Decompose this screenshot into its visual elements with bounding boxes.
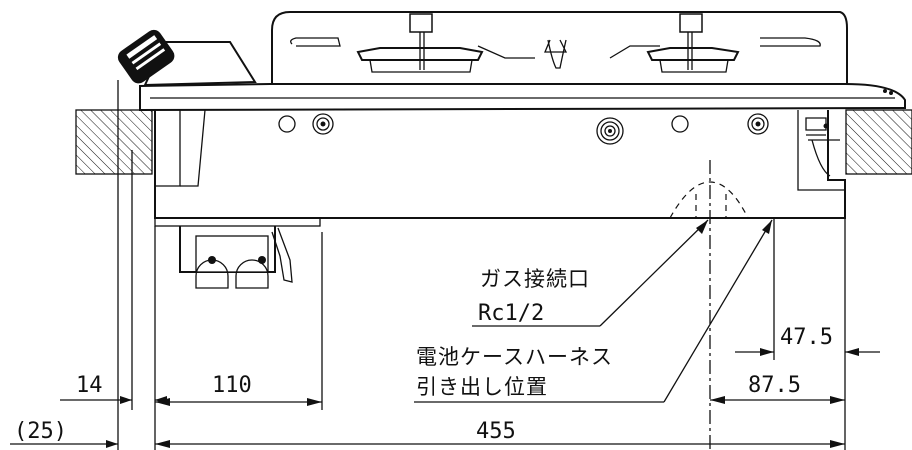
dim-87-5-label: 87.5: [748, 373, 801, 398]
dim-25-line: [10, 440, 118, 448]
battery-harness-line1: 電池ケースハーネス: [416, 345, 613, 369]
dim-87-5-line: [710, 396, 845, 404]
trivet-frame: [271, 11, 848, 84]
gas-connection-size: Rc1/2: [478, 301, 544, 326]
gas-leader-line: [472, 219, 709, 327]
extension-lines: [117, 80, 846, 450]
counter-left-section: [75, 109, 153, 175]
battery-case: [154, 217, 321, 289]
dim-455-line: [155, 440, 845, 448]
cooktop-top-plate: [139, 83, 906, 112]
battery-leader-line: [414, 219, 773, 403]
dim-47-5-line: [735, 348, 880, 356]
dim-14-label: 14: [76, 373, 103, 398]
gas-connection-title: ガス接続口: [480, 267, 590, 291]
burner-left: [356, 13, 484, 73]
dim-455-label: 455: [476, 419, 516, 444]
front-panel-holes: [278, 113, 769, 145]
burner-right: [646, 13, 740, 73]
dim-25-label: (25): [14, 419, 67, 444]
dim-47-5-label: 47.5: [780, 325, 833, 350]
cooktop-body: [154, 109, 846, 219]
dim-110-line: [155, 398, 322, 406]
dim-110-label: 110: [212, 373, 252, 398]
counter-right-section: [845, 109, 912, 175]
gas-connection-outline: [669, 160, 749, 450]
control-knob-housing: [117, 29, 257, 87]
battery-harness-line2: 引き出し位置: [416, 375, 548, 399]
